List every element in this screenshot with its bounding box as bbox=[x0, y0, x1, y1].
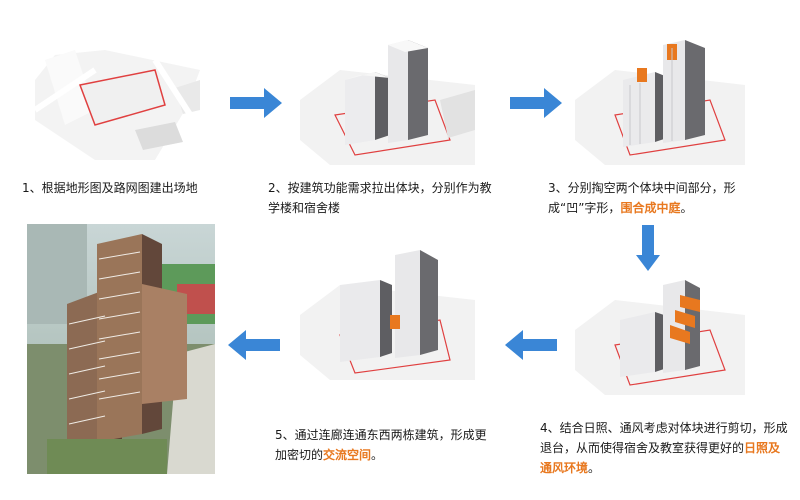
final-rendering-image bbox=[27, 224, 215, 474]
step2-massing-diagram bbox=[300, 30, 475, 165]
step3-hollowed-diagram bbox=[575, 30, 745, 165]
step5-connected-diagram bbox=[300, 245, 475, 380]
step5-text-pre: 5、通过连廊连通东西两栋建筑，形成更加密切的 bbox=[275, 428, 487, 462]
step2-caption: 2、按建筑功能需求拉出体块，分别作为教学楼和宿舍楼 bbox=[268, 178, 500, 218]
arrow-left-1 bbox=[505, 330, 557, 364]
step3-highlight: 围合成中庭 bbox=[620, 201, 681, 215]
step3-text-pre: 3、分别掏空两个体块中间部分，形成“凹”字形， bbox=[548, 181, 736, 215]
arrow-right-1 bbox=[230, 88, 282, 122]
step5-caption: 5、通过连廊连通东西两栋建筑，形成更加密切的交流空间。 bbox=[275, 425, 497, 465]
step4-text-post: 。 bbox=[588, 461, 601, 475]
step2-text: 2、按建筑功能需求拉出体块，分别作为教学楼和宿舍楼 bbox=[268, 181, 492, 215]
arrow-down bbox=[636, 225, 660, 275]
step5-text-post: 。 bbox=[371, 448, 384, 462]
step3-text-post: 。 bbox=[680, 201, 693, 215]
step5-highlight: 交流空间 bbox=[323, 448, 372, 462]
step4-text-pre: 4、结合日照、通风考虑对体块进行剪切，形成退台，从而使得宿舍及教室获得更好的 bbox=[540, 421, 788, 455]
step1-text: 1、根据地形图及路网图建出场地 bbox=[22, 181, 198, 195]
step1-caption: 1、根据地形图及路网图建出场地 bbox=[22, 178, 212, 198]
step4-caption: 4、结合日照、通风考虑对体块进行剪切，形成退台，从而使得宿舍及教室获得更好的日照… bbox=[540, 418, 790, 478]
step1-site-diagram bbox=[35, 50, 200, 160]
step3-caption: 3、分别掏空两个体块中间部分，形成“凹”字形，围合成中庭。 bbox=[548, 178, 758, 218]
step4-stepped-diagram bbox=[575, 260, 745, 395]
arrow-right-2 bbox=[510, 88, 562, 122]
arrow-left-2 bbox=[228, 330, 280, 364]
step4-highlight: 日照及通风环境 bbox=[540, 441, 781, 475]
